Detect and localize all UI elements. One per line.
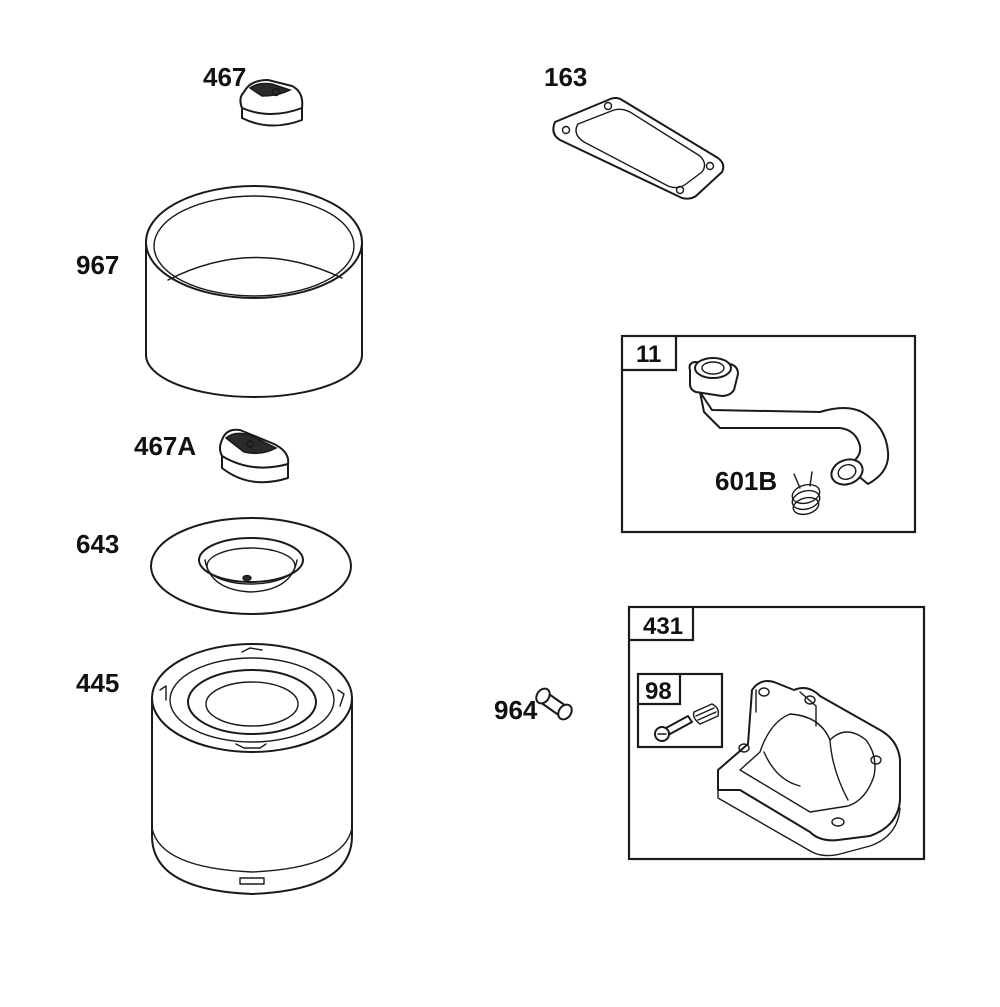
label-967: 967 xyxy=(76,250,119,280)
screw-kit-box-98 xyxy=(636,672,724,749)
label-964: 964 xyxy=(494,695,538,725)
bracket-box-431 xyxy=(627,605,926,861)
base-plate-643-part xyxy=(150,517,352,615)
box-label-431: 431 xyxy=(643,613,683,640)
label-163: 163 xyxy=(544,62,587,92)
label-601b: 601B xyxy=(715,466,777,496)
label-643: 643 xyxy=(76,529,119,559)
spring-part xyxy=(692,703,720,725)
filter-445-part xyxy=(151,643,353,895)
label-467a: 467A xyxy=(134,431,196,461)
gasket-163-part xyxy=(552,97,725,200)
label-445: 445 xyxy=(76,668,119,698)
breather-tube-part xyxy=(688,357,890,486)
plug-964-part xyxy=(535,687,573,721)
knob-467-part xyxy=(239,79,304,127)
screw-part xyxy=(654,715,693,742)
label-467: 467 xyxy=(203,62,246,92)
precleaner-967-part xyxy=(145,185,363,398)
box-label-11: 11 xyxy=(636,341,661,368)
knob-467a-part xyxy=(219,428,290,484)
clamp-601b-part xyxy=(791,471,821,516)
box-label-98: 98 xyxy=(645,678,672,705)
carburetor-bracket-part xyxy=(717,680,901,857)
breather-box-11 xyxy=(620,334,917,534)
